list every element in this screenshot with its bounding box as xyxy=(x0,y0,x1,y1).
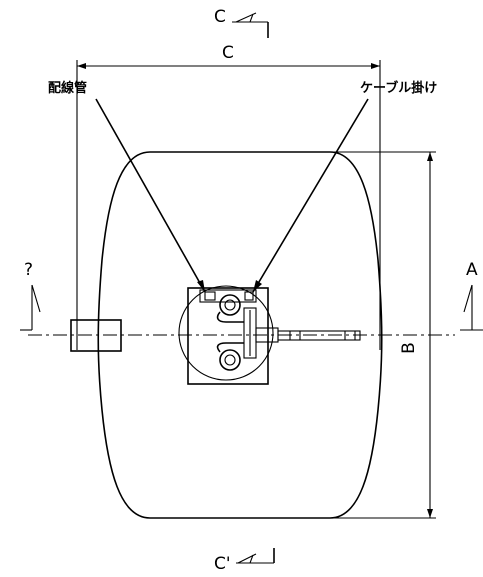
mount-plate xyxy=(187,287,269,385)
section-mark-bottom: C' xyxy=(214,548,275,574)
cable-hanger-leader-line xyxy=(252,98,369,293)
view-label-right: A xyxy=(466,260,478,280)
section-label-bottom: C' xyxy=(214,554,231,574)
dimension-c: C xyxy=(76,43,381,350)
dimension-c-label: C xyxy=(222,43,234,63)
mount-circle xyxy=(178,285,274,381)
view-mark-left: ? xyxy=(20,260,41,331)
conduit-leader-line xyxy=(95,98,206,293)
conduit-label: 配線管 xyxy=(48,80,87,96)
view-label-left: ? xyxy=(24,260,33,280)
view-mark-right: A xyxy=(460,260,483,331)
section-mark-top: C xyxy=(214,7,269,38)
cable-hanger-label: ケーブル掛け xyxy=(360,80,437,96)
side-connector-box xyxy=(70,319,122,352)
dimension-b-label: B xyxy=(399,342,419,354)
section-label-top: C xyxy=(214,7,226,27)
cable-hanger-detail xyxy=(199,289,361,371)
